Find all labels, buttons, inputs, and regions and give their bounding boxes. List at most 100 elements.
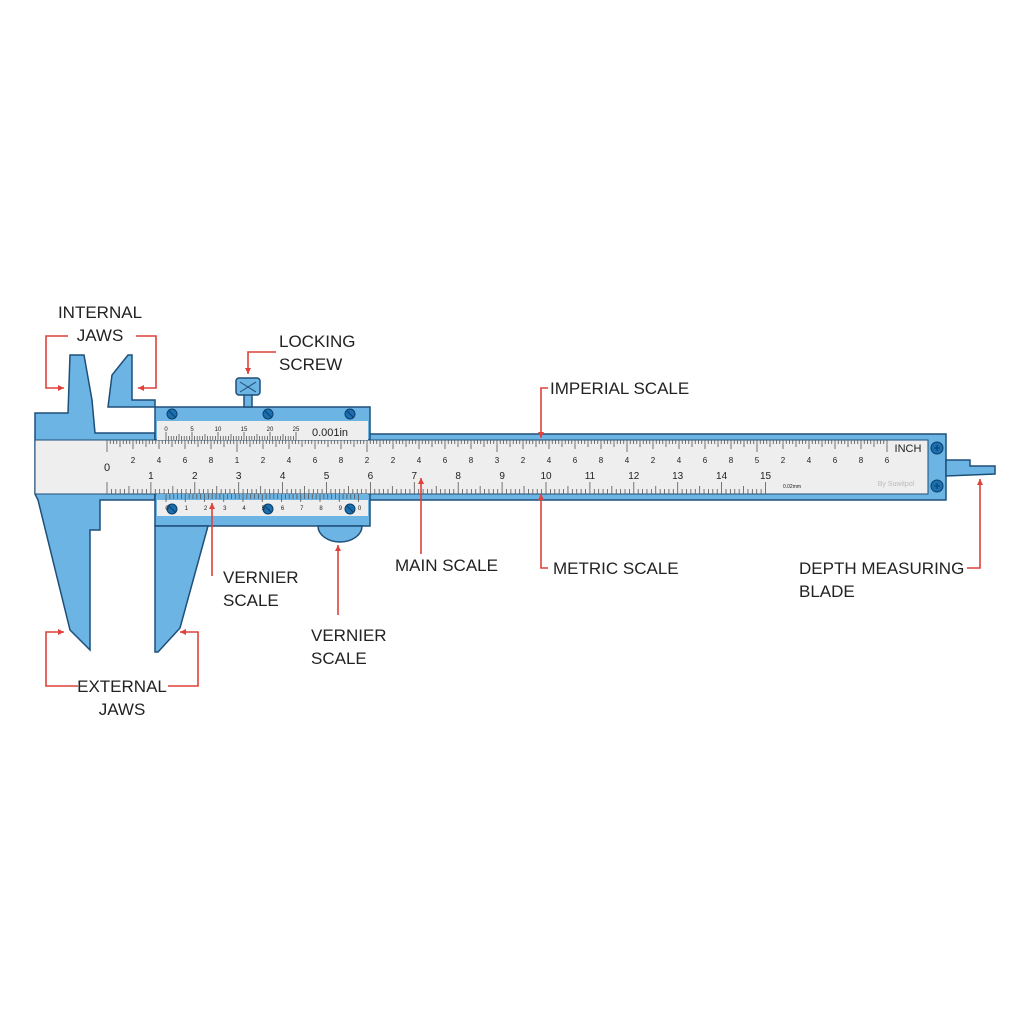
vernier-bottom-number: 5	[262, 506, 266, 512]
thumb-wheel	[317, 525, 363, 543]
imperial-number: 2	[261, 456, 266, 465]
metric-number: 14	[716, 471, 728, 482]
imperial-number: 8	[599, 456, 604, 465]
vernier-top-window	[157, 421, 368, 440]
imperial-number: 5	[755, 456, 760, 465]
imperial-number: 6	[313, 456, 318, 465]
moving-internal-jaw	[107, 354, 156, 408]
vernier-bottom-number: 0	[358, 506, 362, 512]
arrowhead-icon	[58, 385, 64, 391]
callout-arrow	[168, 631, 199, 687]
imperial-number: 8	[209, 456, 214, 465]
label-line: SCREW	[279, 355, 343, 374]
arrowhead-icon	[58, 629, 64, 635]
label-vernier-scale: VERNIER SCALE	[223, 566, 299, 612]
label-external-jaws: EXTERNAL JAWS	[62, 675, 182, 721]
screw-cross	[934, 483, 940, 489]
metric-number: 15	[760, 471, 772, 482]
label-line: INTERNAL	[57, 303, 143, 322]
label-line: VERNIER	[223, 568, 299, 587]
label-metric-scale: METRIC SCALE	[553, 559, 679, 578]
vernier-bottom-window	[157, 500, 368, 516]
credit-watermark: By Suwitpol	[878, 481, 915, 488]
vernier-bottom-number: 4	[242, 506, 246, 512]
main-strip	[34, 439, 929, 495]
vernier-bottom-number: 0	[165, 506, 169, 512]
vernier-top-unit: 0.001in	[312, 427, 348, 439]
imperial-number: 4	[547, 456, 552, 465]
imperial-number: 2	[521, 456, 526, 465]
imperial-number: 2	[391, 456, 396, 465]
metric-number: 4	[280, 471, 286, 482]
imperial-number: 8	[729, 456, 734, 465]
arrowhead-icon	[977, 479, 983, 485]
metric-number: 2	[192, 471, 198, 482]
metric-number: 7	[412, 471, 418, 482]
label-internal-jaws: INTERNAL JAWS	[40, 301, 160, 347]
arrowhead-icon	[245, 368, 251, 374]
knurl-icon	[239, 381, 257, 393]
callout-arrow	[540, 494, 548, 569]
resolution-label: 0.02mm	[783, 484, 801, 490]
vernier-bottom-number: 2	[204, 506, 208, 512]
arrowhead-icon	[418, 478, 424, 484]
callout-arrow	[45, 631, 78, 687]
vernier-top-number: 15	[241, 427, 248, 433]
imperial-number: 4	[625, 456, 630, 465]
vernier-top-number: 10	[215, 427, 222, 433]
imperial-number: 1	[235, 456, 240, 465]
imperial-number: 6	[183, 456, 188, 465]
metric-number: 5	[324, 471, 330, 482]
callout-arrow	[247, 351, 276, 374]
metric-number: 6	[368, 471, 374, 482]
imperial-number: 6	[833, 456, 838, 465]
vernier-bottom-number: 6	[281, 506, 285, 512]
metric-number: 3	[236, 471, 242, 482]
screw-slot	[346, 505, 354, 513]
vernier-top-number: 25	[293, 427, 300, 433]
label-line: JAWS	[76, 326, 124, 345]
imperial-number: 8	[339, 456, 344, 465]
callout-arrow	[967, 479, 981, 569]
metric-number: 10	[540, 471, 552, 482]
callout-arrow	[540, 387, 548, 438]
screw-slot	[346, 410, 354, 418]
imperial-number: 4	[157, 456, 162, 465]
arrowhead-icon	[180, 629, 186, 635]
imperial-number: 2	[365, 456, 370, 465]
metric-number: 8	[455, 471, 461, 482]
metric-number: 1	[148, 471, 154, 482]
vernier-bottom-number: 7	[300, 506, 304, 512]
vernier-top-number: 0	[164, 427, 168, 433]
arrowhead-icon	[209, 503, 215, 509]
imperial-number: 4	[807, 456, 812, 465]
vernier-top-number: 20	[267, 427, 274, 433]
imperial-number: 4	[417, 456, 422, 465]
metric-number: 11	[585, 471, 596, 482]
screw-cross	[934, 445, 940, 451]
vernier-top-number: 5	[190, 427, 194, 433]
screw-slot	[168, 410, 176, 418]
arrowhead-icon	[538, 494, 544, 500]
depth-blade	[945, 459, 996, 477]
callout-arrow	[136, 335, 157, 389]
label-line: JAWS	[98, 700, 146, 719]
label-main-scale: MAIN SCALE	[395, 556, 498, 575]
metric-number: 12	[628, 471, 640, 482]
vernier-bottom-number: 1	[185, 506, 189, 512]
screw-slot	[168, 505, 176, 513]
vernier-bottom-number: 9	[339, 506, 343, 512]
screw-slot	[264, 410, 272, 418]
label-line: EXTERNAL	[77, 677, 167, 696]
label-line: DEPTH MEASURING	[799, 559, 965, 578]
label-imperial-scale: IMPERIAL SCALE	[550, 379, 690, 398]
moving-external-jaw	[154, 525, 209, 653]
inch-label: INCH	[895, 443, 922, 455]
imperial-number: 8	[469, 456, 474, 465]
label-line: SCALE	[223, 591, 279, 610]
fixed-jaw	[34, 354, 156, 652]
imperial-number: 2	[651, 456, 656, 465]
